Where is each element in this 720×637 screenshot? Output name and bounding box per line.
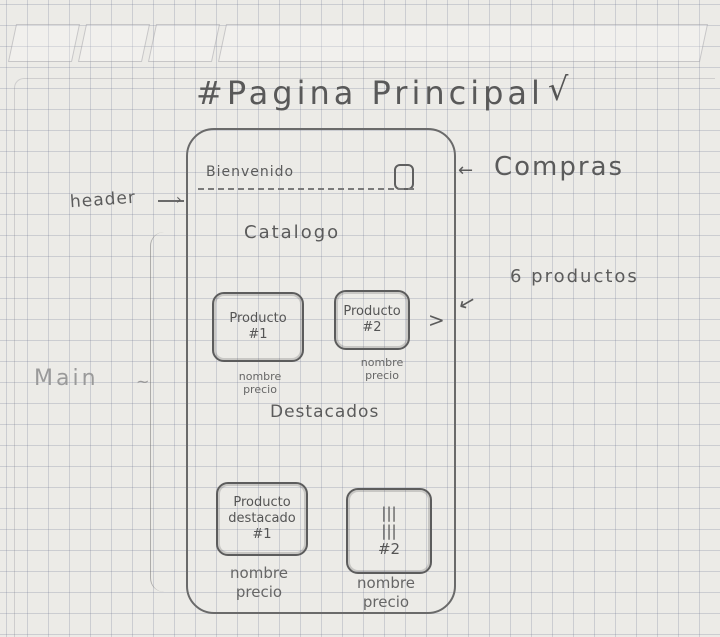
product-price: precio	[235, 583, 283, 601]
product-number: #2	[362, 320, 382, 335]
product-label: |||	[381, 504, 397, 522]
cart-icon[interactable]	[394, 164, 414, 190]
featured-product-card[interactable]: Producto destacado #1	[216, 482, 308, 556]
greeting-text: Bienvenido	[206, 164, 295, 180]
product-label: Producto	[229, 311, 287, 326]
product-name: nombre	[230, 564, 288, 582]
header-box	[217, 24, 709, 62]
featured-product-card[interactable]: ||| ||| #2	[346, 488, 432, 574]
product-name: nombre	[357, 574, 415, 592]
catalog-title: Catalogo	[244, 222, 341, 243]
featured-product-caption: nombre precio	[338, 574, 434, 612]
product-number: #2	[377, 540, 401, 558]
product-price: precio	[365, 369, 399, 382]
header-divider	[198, 188, 414, 190]
page-title: #Pagina Principal	[196, 74, 544, 112]
catalog-product-card[interactable]: Producto #2	[334, 290, 410, 350]
main-bracket	[150, 232, 165, 592]
header-box	[147, 24, 221, 62]
product-name: nombre	[360, 356, 404, 369]
product-label: Producto	[343, 304, 401, 319]
product-price: precio	[243, 383, 277, 396]
header-box	[77, 24, 151, 62]
catalog-product-card[interactable]: Producto #1	[212, 292, 304, 362]
product-label: Producto	[233, 495, 291, 510]
featured-title: Destacados	[270, 402, 380, 422]
products-count-annotation: 6 productos	[510, 266, 639, 287]
product-label: |||	[381, 522, 397, 540]
product-number: #1	[252, 527, 272, 542]
phone-frame: Bienvenido Catalogo Producto #1 nombre p…	[186, 128, 456, 614]
catalog-product-caption: nombre precio	[222, 370, 298, 396]
notebook-header-boxes	[7, 24, 709, 62]
product-label: destacado	[228, 511, 296, 526]
main-tilde: ~	[136, 372, 151, 391]
product-number: #1	[248, 327, 268, 342]
product-name: nombre	[238, 370, 282, 383]
check-mark: √	[548, 70, 570, 108]
header-arrow-head: ›	[176, 192, 183, 208]
next-chevron-icon[interactable]: >	[428, 308, 446, 332]
header-box	[7, 24, 81, 62]
cart-annotation: Compras	[494, 152, 625, 182]
product-price: precio	[362, 593, 410, 611]
cart-arrow: ←	[458, 160, 475, 181]
notebook-page-frame	[14, 78, 715, 637]
header-arrow	[158, 200, 184, 202]
featured-product-caption: nombre precio	[214, 564, 304, 602]
main-annotation: Main	[34, 366, 99, 391]
catalog-product-caption: nombre precio	[342, 356, 422, 382]
